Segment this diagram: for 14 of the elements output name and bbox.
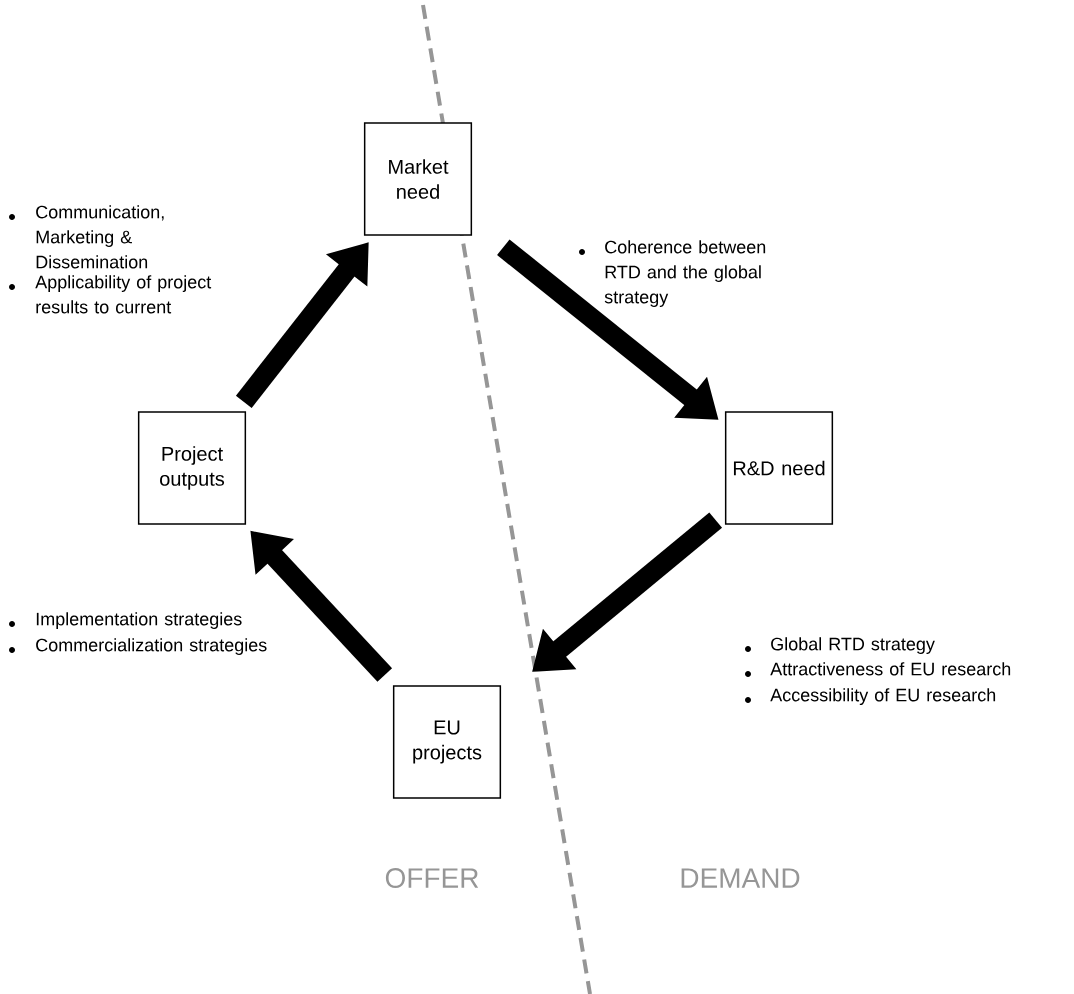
bullet-text: Attractiveness of EU research [770,662,1011,676]
side-label: DEMAND [681,868,800,888]
bullet-text: Applicability of project results to current [35,275,212,314]
process-box: EU projects [392,685,502,799]
bullet-text: Coherence between RTD and the global strategy [604,240,766,307]
bullet-text: Accessibility of EU research [770,688,996,705]
bullet-text: Implementation strategies [36,612,242,629]
side-label: OFFER [385,868,479,888]
bullet-text: Communication, Marketing & Dissemination [36,205,164,269]
process-box: Project outputs [137,411,247,525]
bullet-text: Global RTD strategy [771,637,935,654]
process-box: Market need [363,122,473,236]
process-box: R&D need [724,411,834,525]
bullet-text: Commercialization strategies [36,638,267,655]
